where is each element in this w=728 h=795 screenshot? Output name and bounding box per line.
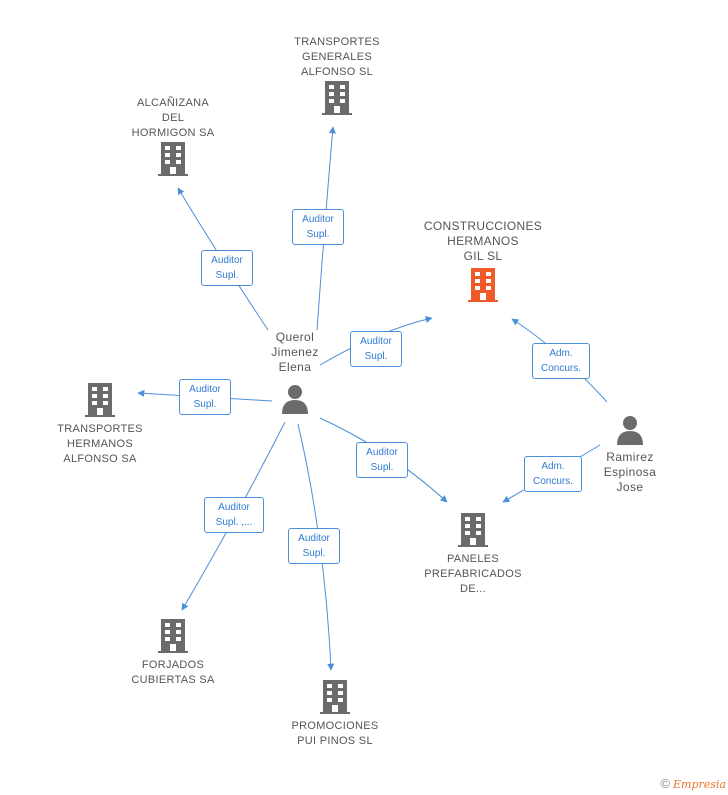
person-querol[interactable]: Querol Jimenez Elena	[255, 330, 335, 414]
relation-role: Adm.	[541, 461, 565, 472]
relation-label-auditor[interactable]: Auditor Supl.	[292, 209, 344, 245]
company-alcanizana[interactable]: ALCAÑIZANA DEL HORMIGON SA	[113, 96, 233, 177]
company-name: ALCAÑIZANA DEL HORMIGON SA	[131, 97, 215, 139]
person-ramirez[interactable]: Ramirez Espinosa Jose	[590, 415, 670, 495]
relation-role: Auditor	[211, 255, 243, 266]
relation-role: Auditor	[298, 533, 330, 544]
company-name: CONSTRUCCIONES HERMANOS GIL SL	[423, 219, 543, 263]
relation-type: Supl.	[215, 270, 239, 281]
building-icon	[158, 619, 188, 653]
building-icon	[320, 680, 350, 714]
relation-type: Supl.	[302, 548, 326, 559]
person-icon	[617, 416, 643, 445]
person-icon	[282, 385, 308, 414]
footer-brand[interactable]: ©Empresia	[660, 776, 726, 791]
relation-label-auditor[interactable]: Auditor Supl.	[201, 250, 253, 286]
relation-label-auditor[interactable]: Auditor Supl.	[350, 331, 402, 367]
company-name: PROMOCIONES PUI PINOS SL	[291, 720, 379, 747]
company-transportes-hermanos[interactable]: TRANSPORTES HERMANOS ALFONSO SA	[40, 382, 160, 467]
company-promociones[interactable]: PROMOCIONES PUI PINOS SL	[275, 679, 395, 749]
relation-role: Auditor	[302, 214, 334, 225]
relation-type: Concurs.	[532, 476, 573, 487]
copyright-symbol: ©	[660, 776, 670, 791]
company-name: FORJADOS CUBIERTAS SA	[131, 659, 215, 686]
relation-type: Supl.	[193, 399, 217, 410]
company-transportes-generales[interactable]: TRANSPORTES GENERALES ALFONSO SL	[277, 35, 397, 116]
relation-role: Auditor	[360, 336, 392, 347]
relation-type: Concurs.	[540, 363, 581, 374]
brand-logo: Empresia	[673, 778, 726, 791]
relation-type: Supl.	[364, 351, 388, 362]
relation-label-adm-concurs[interactable]: Adm. Concurs.	[532, 343, 590, 379]
relation-label-auditor[interactable]: Auditor Supl.	[179, 379, 231, 415]
building-icon	[458, 513, 488, 547]
company-paneles[interactable]: PANELES PREFABRICADOS DE...	[413, 512, 533, 597]
relation-role: Adm.	[549, 348, 573, 359]
relation-label-auditor[interactable]: Auditor Supl.	[356, 442, 408, 478]
company-name: TRANSPORTES GENERALES ALFONSO SL	[294, 36, 380, 78]
relation-role: Auditor	[366, 447, 398, 458]
company-name: PANELES PREFABRICADOS DE...	[424, 553, 522, 595]
building-icon	[468, 268, 498, 302]
person-name: Ramirez Espinosa Jose	[603, 450, 657, 494]
relation-type: Supl. ,...	[215, 517, 253, 528]
relation-label-adm-concurs[interactable]: Adm. Concurs.	[524, 456, 582, 492]
company-construcciones[interactable]: CONSTRUCCIONES HERMANOS GIL SL	[413, 219, 553, 303]
relation-label-auditor[interactable]: Auditor Supl. ,...	[204, 497, 264, 533]
relation-role: Auditor	[189, 384, 221, 395]
building-icon	[158, 142, 188, 176]
person-name: Querol Jimenez Elena	[271, 330, 319, 374]
building-icon	[85, 383, 115, 417]
relation-type: Supl.	[306, 229, 330, 240]
company-forjados[interactable]: FORJADOS CUBIERTAS SA	[113, 618, 233, 688]
building-icon	[322, 81, 352, 115]
relation-label-auditor[interactable]: Auditor Supl.	[288, 528, 340, 564]
company-name: TRANSPORTES HERMANOS ALFONSO SA	[57, 423, 143, 465]
relation-type: Supl.	[370, 462, 394, 473]
relation-role: Auditor	[218, 502, 250, 513]
